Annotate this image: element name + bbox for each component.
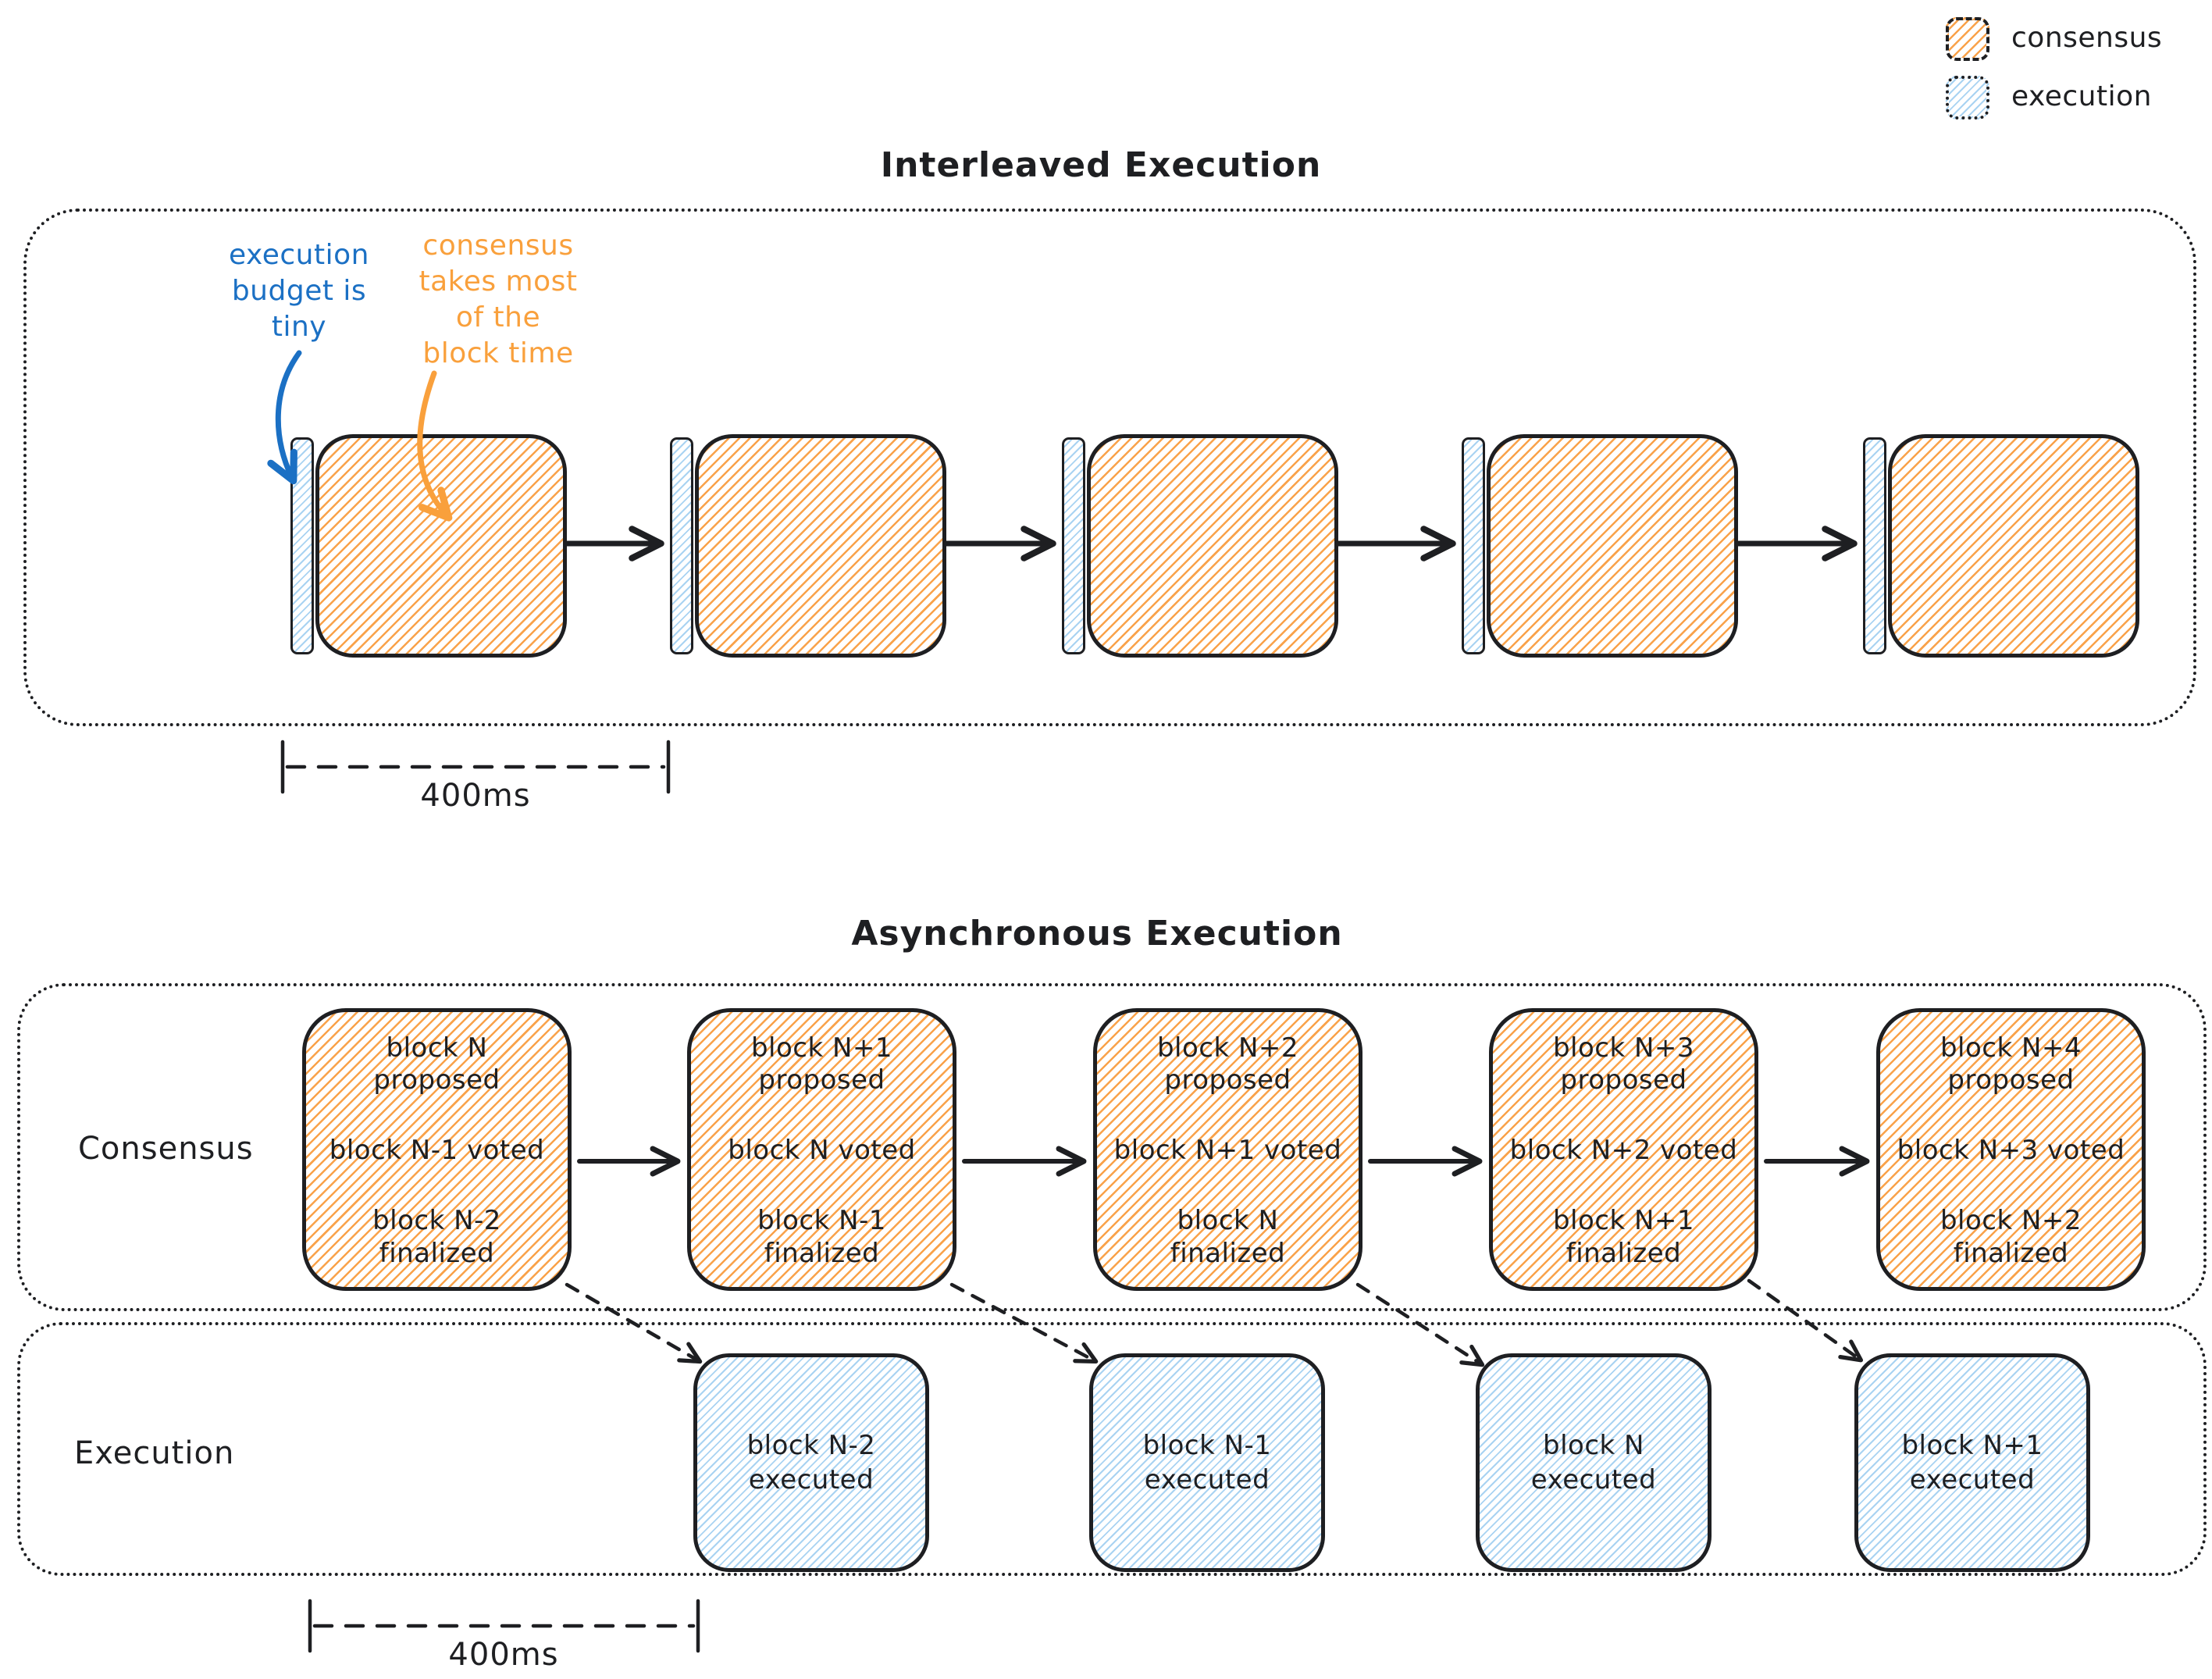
annotation-execution-budget: execution budget is tiny — [229, 239, 369, 344]
execution-row-label: Execution — [74, 1435, 235, 1471]
consensus-row-label: Consensus — [78, 1131, 254, 1167]
annotation-consensus-time: consensus takes most of the block time — [419, 230, 578, 370]
interleaved-execution-bar-1 — [290, 437, 314, 654]
interleaved-consensus-block-3 — [1087, 434, 1338, 658]
interleaved-consensus-block-5 — [1888, 434, 2139, 658]
interleaved-consensus-block-2 — [695, 434, 946, 658]
interleaved-execution-bar-2 — [670, 437, 693, 654]
interleaved-title: Interleaved Execution — [880, 145, 1322, 185]
interleaved-measure-label: 400ms — [420, 778, 531, 814]
legend-execution-label: execution — [2011, 80, 2152, 112]
legend-consensus-label: consensus — [2011, 22, 2163, 54]
interleaved-consensus-block-1 — [315, 434, 567, 658]
async-consensus-container — [17, 983, 2207, 1311]
legend-consensus-swatch — [1946, 17, 1989, 61]
legend-execution-swatch — [1946, 76, 1989, 119]
interleaved-execution-bar-3 — [1062, 437, 1085, 654]
async-execution-container — [17, 1322, 2207, 1576]
interleaved-execution-bar-4 — [1462, 437, 1485, 654]
interleaved-execution-bar-5 — [1863, 437, 1886, 654]
async-title: Asynchronous Execution — [851, 914, 1343, 954]
interleaved-consensus-block-4 — [1487, 434, 1738, 658]
interleaved-container — [23, 209, 2196, 726]
async-measure-label: 400ms — [448, 1637, 559, 1673]
